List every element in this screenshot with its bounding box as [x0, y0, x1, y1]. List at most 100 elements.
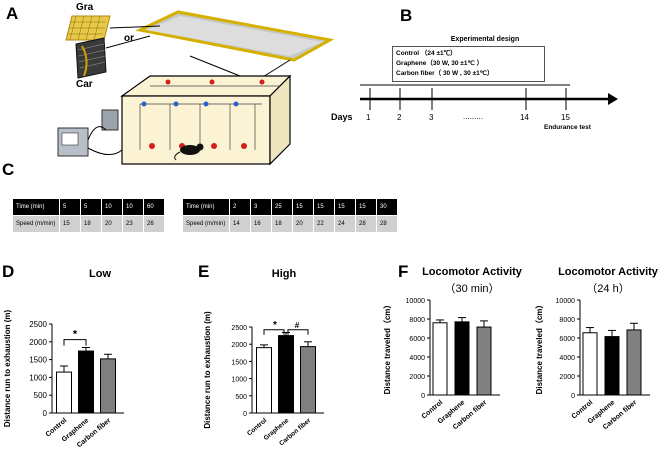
y-tick-label: 2000	[559, 374, 575, 381]
mouse-icon	[174, 143, 204, 161]
y-tick-label: 1500	[29, 356, 47, 365]
table-cell: 15	[59, 215, 81, 233]
days-label: Days	[331, 112, 353, 122]
chart-f2-24h: 0 2000 4000 6000 8000 10000 Distance traveled（…	[534, 298, 650, 431]
chart-title-f1: Locomotor Activity	[422, 266, 522, 278]
tick-day-1: 1	[366, 113, 371, 122]
significance-bracket	[263, 329, 285, 335]
tick-day-3: 3	[429, 113, 434, 122]
bar	[454, 321, 470, 396]
y-tick-label: 2000	[409, 374, 425, 381]
panel-letter-b: B	[400, 6, 413, 25]
table-cell: 5	[59, 198, 81, 216]
label-car: Car	[76, 79, 93, 90]
bar	[78, 350, 94, 414]
design-line-control: Control （24 ±1℃）	[396, 50, 457, 57]
table-cell: 15	[292, 198, 314, 216]
bar	[300, 346, 316, 414]
y-tick-label: 500	[235, 394, 247, 401]
chart-title-high: High	[271, 268, 297, 280]
table-cell: 23	[122, 215, 144, 233]
table-cell: 28	[355, 215, 377, 233]
y-tick-label: 0	[43, 409, 48, 418]
bar	[56, 371, 72, 414]
y-tick-label: 6000	[559, 336, 575, 343]
significance-star: *	[273, 320, 277, 331]
speed-table-low: Time (min) 5 5 10 10 60 Speed (m/min) 15…	[12, 198, 165, 233]
table-cell: 3	[250, 198, 272, 216]
table-row: Speed (m/min) 14 16 18 20 22 24 28 28	[182, 215, 398, 233]
y-tick-label: 8000	[409, 317, 425, 324]
y-tick-label: 0	[421, 393, 425, 400]
y-tick-label: 10000	[556, 298, 576, 305]
table-cell: 18	[80, 215, 102, 233]
table-cell: 26	[143, 215, 165, 233]
table-cell: 24	[334, 215, 356, 233]
bar	[100, 358, 116, 414]
table-cell: 22	[313, 215, 335, 233]
table-cell: 28	[376, 215, 398, 233]
panel-letter-f: F	[398, 262, 409, 281]
graphene-sheet-icon	[65, 15, 111, 41]
y-tick-label: 2000	[231, 342, 247, 349]
table-cell: 15	[355, 198, 377, 216]
endurance-label: Endurance test	[544, 124, 591, 131]
significance-hash: #	[295, 321, 300, 330]
chart-f1-30min: 0 2000 4000 6000 8000 10000 Distance traveled（…	[382, 298, 500, 431]
shock-device-icon	[57, 109, 123, 157]
table-cell: 20	[292, 215, 314, 233]
tick-day-15: 15	[561, 113, 570, 122]
y-axis-label: Distance traveled（cm）	[534, 301, 544, 395]
speed-table-high: Time (min) 2 3 25 15 15 15 15 30 Speed (…	[182, 198, 398, 233]
table-cell: 15	[334, 198, 356, 216]
design-line-carbon: Carbon fiber（ 30 W , 30 ±1℃）	[396, 70, 494, 77]
y-tick-label: 1000	[29, 373, 47, 382]
y-tick-label: 0	[571, 393, 575, 400]
tick-day-14: 14	[520, 113, 529, 122]
table-cell: 60	[143, 198, 165, 216]
significance-bracket	[287, 329, 309, 335]
bar	[604, 336, 620, 396]
significance-star: *	[73, 329, 78, 341]
y-tick-label: 4000	[559, 355, 575, 362]
design-box: Control （24 ±1℃） Graphene（30 W, 30 ±1℃ ）…	[392, 46, 545, 82]
label-or: or	[124, 33, 134, 44]
apparatus-illustration	[57, 10, 335, 166]
bar	[626, 329, 642, 396]
y-tick-label: 4000	[409, 355, 425, 362]
y-tick-label: 2500	[29, 320, 47, 329]
table-cell: 2	[229, 198, 251, 216]
y-tick-label: 8000	[559, 317, 575, 324]
chart-title-f2: Locomotor Activity	[558, 266, 658, 278]
y-tick-label: 1500	[231, 359, 247, 366]
table-cell: 10	[122, 198, 144, 216]
y-tick-label: 2500	[231, 325, 247, 332]
table-cell: 14	[229, 215, 251, 233]
table-cell: 30	[376, 198, 398, 216]
chart-title-low: Low	[89, 268, 111, 280]
panel-letter-e: E	[198, 262, 210, 281]
table-cell: 15	[313, 198, 335, 216]
y-tick-label: 10000	[406, 298, 426, 305]
table-cell: Time (min)	[12, 198, 60, 216]
bar	[582, 332, 598, 396]
panel-letter-a: A	[6, 4, 19, 23]
panel-letter-d: D	[2, 262, 15, 281]
table-cell: 25	[271, 198, 293, 216]
table-cell: 5	[80, 198, 102, 216]
bar	[278, 335, 294, 414]
y-axis-label: Distance run to exhaustion (m)	[203, 311, 212, 429]
tick-day-2: 2	[397, 113, 402, 122]
y-tick-label: 2000	[29, 338, 47, 347]
table-row: Speed (m/min) 15 18 20 23 26	[12, 215, 165, 233]
carbon-fiber-icon	[75, 37, 107, 79]
table-cell: 20	[101, 215, 123, 233]
y-tick-label: 6000	[409, 336, 425, 343]
design-line-graphene: Graphene（30 W, 30 ±1℃ ）	[396, 60, 484, 67]
y-axis-label: Distance traveled（cm）	[382, 301, 392, 395]
timeline-ellipsis: .........	[463, 112, 484, 121]
y-tick-label: 0	[243, 411, 247, 418]
table-row: Time (min) 5 5 10 10 60	[12, 198, 165, 216]
